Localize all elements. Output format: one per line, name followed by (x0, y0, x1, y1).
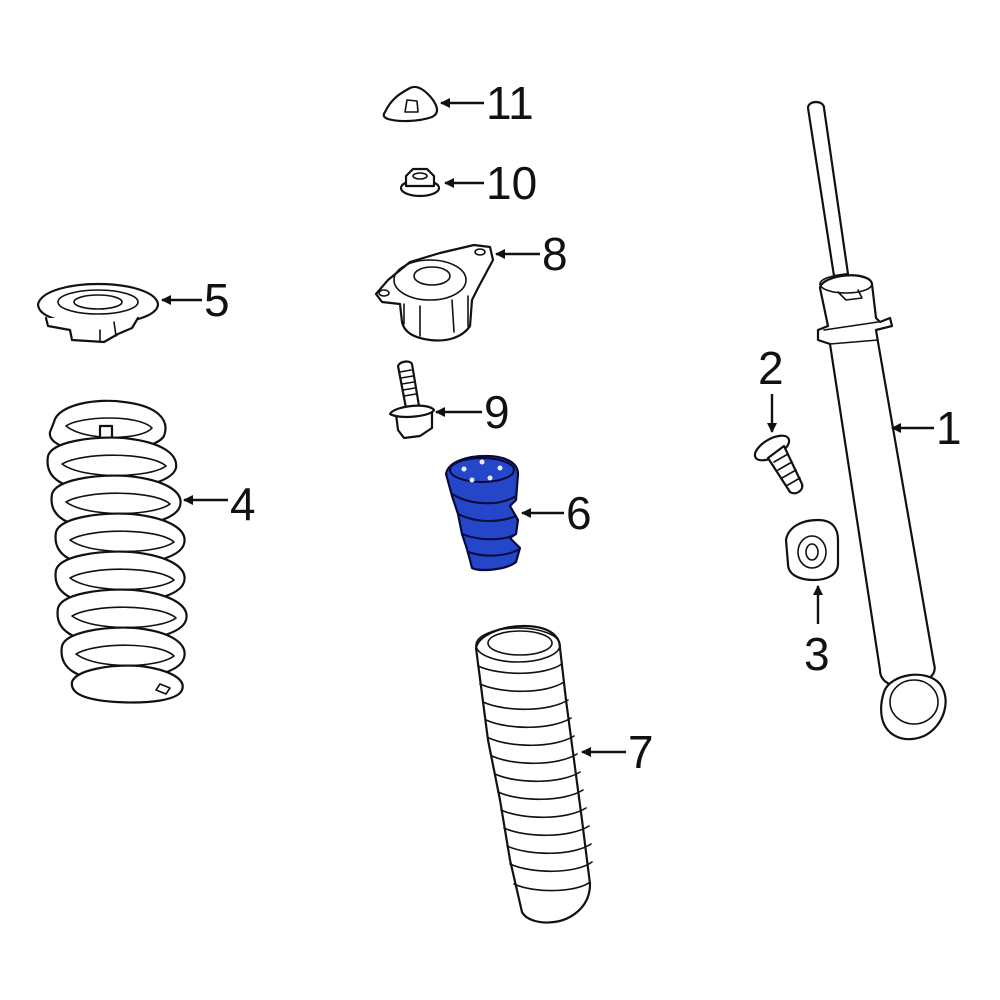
part-7-dust-boot[interactable] (474, 624, 593, 924)
part-5-spring-insulator[interactable] (36, 282, 160, 344)
part-9-bolt[interactable] (388, 360, 436, 440)
part-10-nut[interactable] (399, 167, 441, 198)
callout-label-11: 11 (486, 77, 534, 129)
callout-5: 5 (161, 274, 230, 326)
callout-label-5: 5 (204, 274, 230, 326)
callout-8: 8 (495, 228, 568, 280)
callout-label-7: 7 (628, 726, 654, 778)
callout-label-4: 4 (230, 478, 256, 530)
part-1-shock-absorber[interactable] (806, 100, 947, 741)
callout-label-2: 2 (758, 342, 784, 394)
part-4-coil-spring[interactable] (46, 399, 188, 704)
callout-11: 11 (440, 77, 534, 129)
part-8-upper-mount[interactable] (374, 243, 495, 342)
part-6-bump-stop[interactable] (444, 454, 522, 572)
part-11-plate[interactable] (382, 85, 439, 123)
callout-10: 10 (444, 157, 537, 209)
part-3-bushing[interactable] (784, 518, 840, 582)
callout-label-10: 10 (486, 157, 537, 209)
callout-label-6: 6 (566, 487, 592, 539)
callout-7: 7 (581, 726, 654, 778)
callout-label-3: 3 (804, 628, 830, 680)
callout-4: 4 (183, 478, 256, 530)
callout-label-9: 9 (484, 386, 510, 438)
callout-9: 9 (435, 386, 510, 438)
callout-2: 2 (758, 342, 784, 433)
callout-6: 6 (521, 487, 592, 539)
part-2-bolt[interactable] (751, 431, 804, 495)
callout-3: 3 (804, 585, 830, 680)
callout-1: 1 (891, 402, 962, 454)
callout-label-8: 8 (542, 228, 568, 280)
callout-label-1: 1 (936, 402, 962, 454)
